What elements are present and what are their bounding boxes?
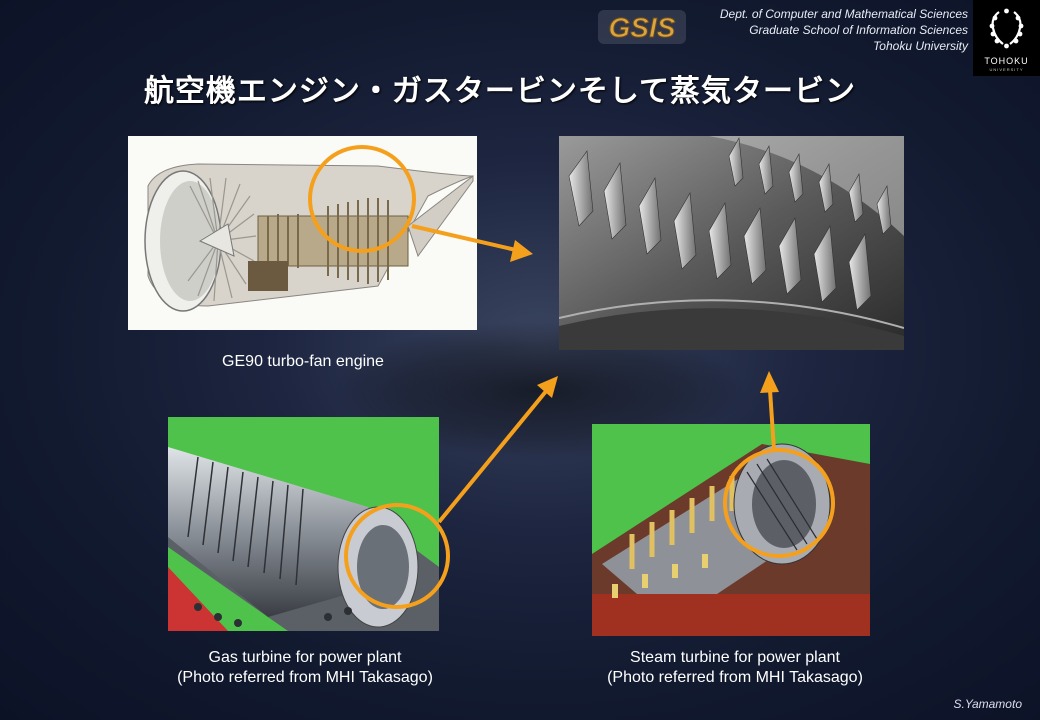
gas-turbine-photo: [168, 417, 439, 631]
arrow-gas-line: [437, 388, 549, 524]
arrow-steam-head: [760, 371, 779, 393]
gas-caption-line-1: Gas turbine for power plant: [208, 649, 402, 666]
ge90-engine-photo: [128, 136, 477, 330]
slide-title: 航空機エンジン・ガスタービンそして蒸気タービン: [143, 74, 857, 109]
tohoku-name: TOHOKU: [984, 56, 1029, 66]
dept-line-1: Dept. of Computer and Mathematical Scien…: [719, 7, 968, 21]
dept-line-3: Tohoku University: [873, 39, 968, 53]
department-info: Dept. of Computer and Mathematical Scien…: [720, 6, 968, 54]
arrow-engine-head: [510, 240, 533, 262]
svg-text:GSIS: GSIS: [609, 12, 676, 43]
turbine-blades-photo: [559, 136, 904, 350]
gas-turbine-highlight-circle: [344, 503, 450, 609]
gas-caption-line-2: (Photo referred from MHI Takasago): [177, 669, 433, 686]
steam-caption-line-2: (Photo referred from MHI Takasago): [607, 669, 863, 686]
dept-line-2: Graduate School of Information Sciences: [749, 23, 968, 37]
gsis-logo: GSIS: [598, 10, 686, 44]
arrow-gas-head: [537, 376, 558, 398]
engine-highlight-circle: [308, 145, 416, 253]
arrow-steam-line: [768, 389, 776, 451]
steam-turbine-highlight-circle: [723, 448, 835, 558]
steam-caption-line-1: Steam turbine for power plant: [630, 649, 840, 666]
arrow-engine-line: [411, 224, 517, 252]
tohoku-emblem-icon: [989, 8, 1024, 49]
gas-turbine-caption: Gas turbine for power plant (Photo refer…: [130, 648, 480, 688]
tohoku-sub: UNIVERSITY: [989, 67, 1024, 72]
author-credit: S.Yamamoto: [953, 697, 1022, 711]
tohoku-logo: TOHOKU UNIVERSITY: [973, 0, 1040, 76]
steam-turbine-caption: Steam turbine for power plant (Photo ref…: [560, 648, 910, 688]
engine-caption: GE90 turbo-fan engine: [222, 353, 384, 370]
